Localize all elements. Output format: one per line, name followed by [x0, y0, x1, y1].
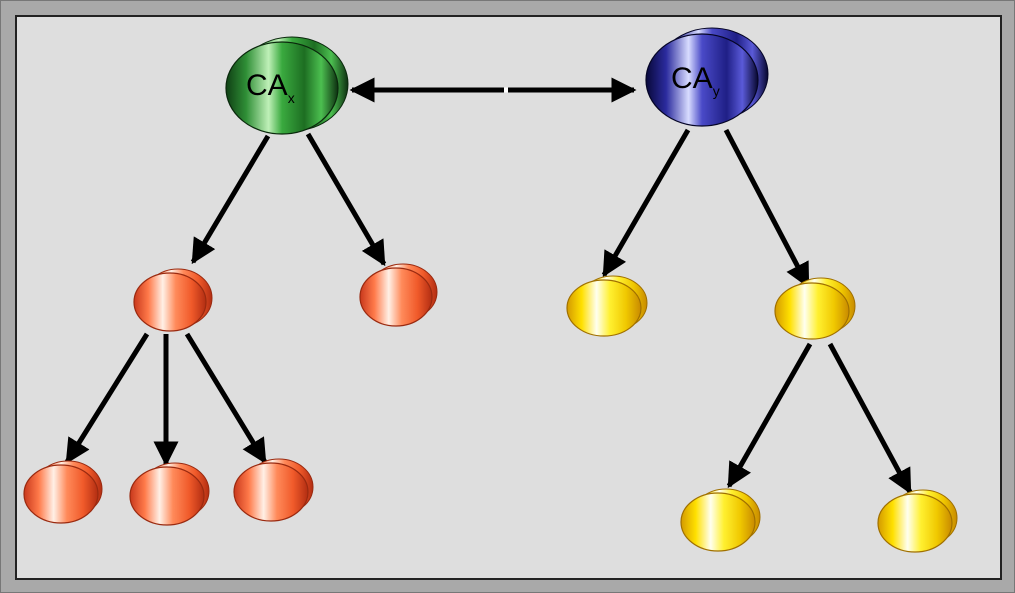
arrow-cay-to-left-child — [601, 128, 691, 278]
arrow-cax-to-right-child — [305, 132, 387, 267]
yellow-node-level1-left — [566, 275, 648, 337]
svg-text:CAx: CAx — [246, 69, 295, 106]
arrow-yellow-child-to-leaf-2 — [827, 342, 913, 495]
arrow-yellow-child-to-leaf-1 — [726, 342, 813, 489]
red-leaf-node-3 — [233, 458, 314, 522]
red-leaf-node-1 — [23, 460, 103, 524]
root-node-ca-y: CAy — [645, 27, 769, 127]
root-y-label: CA — [671, 62, 713, 95]
root-x-subscript: x — [288, 90, 295, 106]
red-node-level1-right — [359, 263, 438, 327]
yellow-leaf-node-2 — [877, 489, 958, 553]
root-node-ca-x: CAx — [225, 36, 349, 135]
yellow-leaf-node-1 — [680, 488, 761, 552]
red-leaf-node-2 — [129, 462, 210, 526]
root-x-label: CA — [246, 69, 288, 102]
root-y-subscript: y — [713, 83, 720, 99]
red-node-level1-left — [133, 268, 213, 332]
arrow-left-child-to-leaf-1 — [64, 332, 150, 465]
arrow-cax-to-left-child — [190, 134, 271, 265]
arrow-left-child-to-leaf-3 — [184, 332, 268, 465]
svg-text:CAy: CAy — [671, 62, 720, 99]
yellow-node-level1-right — [774, 277, 856, 340]
arrow-cay-to-right-child — [723, 128, 811, 289]
arrows — [64, 77, 913, 495]
